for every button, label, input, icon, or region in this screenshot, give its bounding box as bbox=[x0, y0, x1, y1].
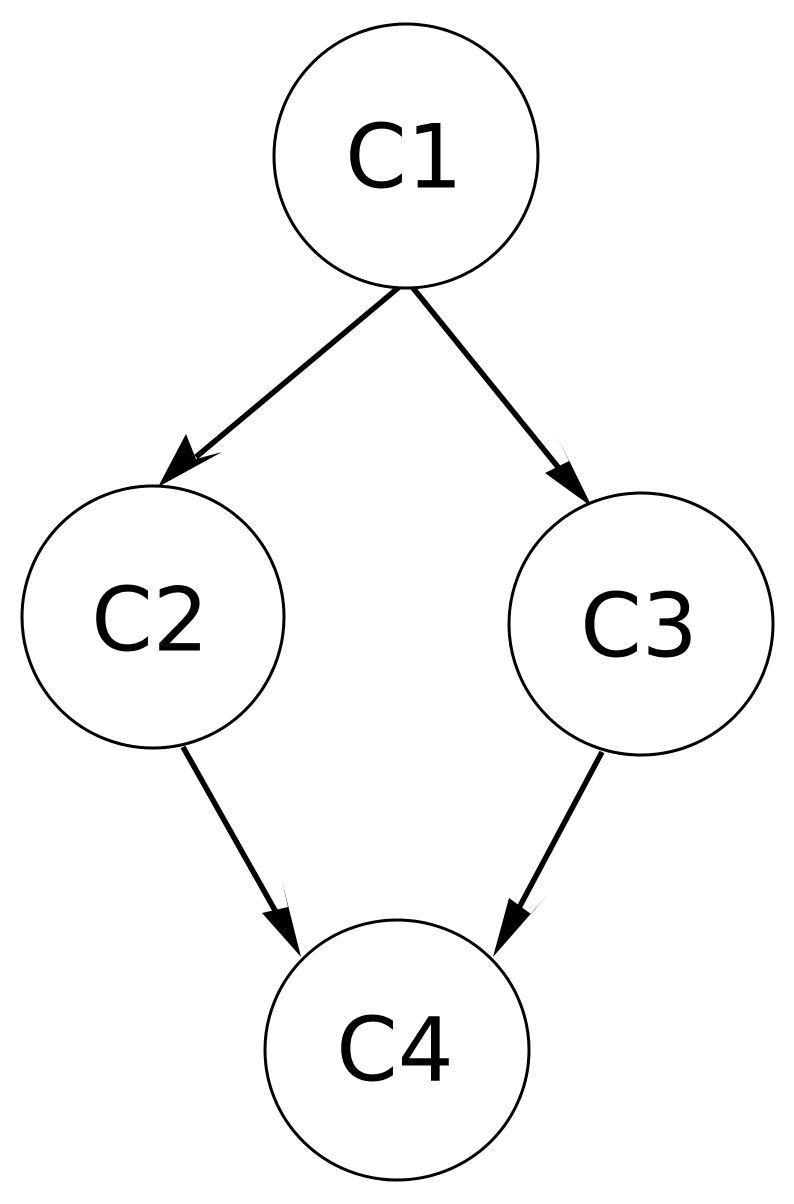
edge-c3-c4-arrowhead bbox=[493, 894, 548, 957]
edge-c3-c4[interactable] bbox=[493, 750, 605, 957]
node-c2-label: C2 bbox=[91, 569, 208, 672]
node-c4-label: C4 bbox=[336, 999, 453, 1102]
node-c4[interactable]: C4 bbox=[263, 918, 531, 1182]
edge-c1-c2-shaft bbox=[194, 280, 406, 460]
edge-c1-c2[interactable] bbox=[158, 280, 406, 487]
nodes-layer: C1 C2 C3 C4 bbox=[20, 22, 775, 1182]
edge-c1-c3-arrowhead bbox=[545, 436, 592, 507]
node-c4-circle bbox=[263, 918, 531, 1182]
edges-layer bbox=[158, 280, 605, 957]
edge-c1-c3[interactable] bbox=[406, 281, 592, 507]
edge-c1-c2-arrowhead bbox=[158, 434, 222, 487]
edge-c1-c3-shaft bbox=[406, 281, 565, 474]
node-c1-label: C1 bbox=[345, 106, 462, 209]
node-c2-circle bbox=[20, 484, 286, 750]
node-c3-circle bbox=[507, 491, 775, 757]
node-c1[interactable]: C1 bbox=[272, 22, 540, 290]
edge-c3-c4-shaft bbox=[509, 750, 605, 923]
node-c3-label: C3 bbox=[580, 575, 697, 678]
node-c1-circle bbox=[272, 22, 540, 290]
node-c2[interactable]: C2 bbox=[20, 484, 286, 750]
edge-c2-c4-shaft bbox=[180, 745, 284, 923]
node-c3[interactable]: C3 bbox=[507, 491, 775, 757]
edge-c2-c4[interactable] bbox=[180, 745, 301, 957]
edge-c2-c4-arrowhead bbox=[262, 881, 301, 957]
